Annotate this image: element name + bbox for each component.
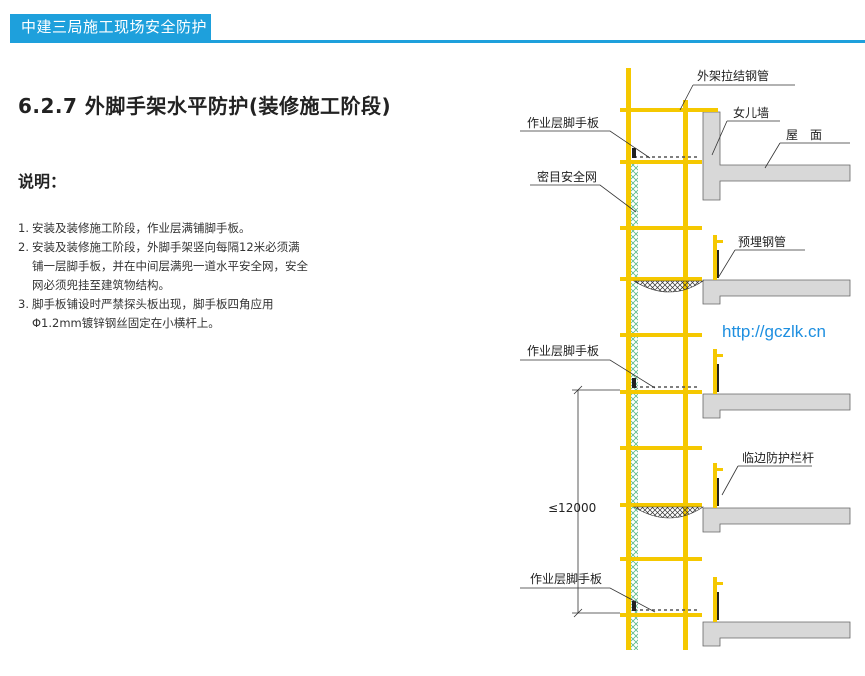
guardrail-post xyxy=(713,235,717,280)
ledger xyxy=(620,160,702,164)
horizontal-safety-net xyxy=(632,506,704,519)
guardrail-rail xyxy=(717,592,719,620)
ledger xyxy=(620,503,702,507)
label-embedded-pipe: 预埋钢管 xyxy=(738,234,786,249)
guardrail-rail xyxy=(717,364,719,392)
ledger xyxy=(620,613,702,617)
labels xyxy=(520,84,850,618)
floor-slab xyxy=(702,507,851,533)
tie-pipe xyxy=(620,108,718,112)
ledger xyxy=(620,390,702,394)
notes-heading: 说明： xyxy=(18,172,67,191)
ledger xyxy=(620,446,702,450)
outer-pole xyxy=(626,68,631,650)
notes-list: 1.安装及装修施工阶段，作业层满铺脚手板。 2.安装及装修施工阶段，外脚手架竖向… xyxy=(18,219,308,333)
ledger xyxy=(620,333,702,337)
label-guardrail: 临边防护栏杆 xyxy=(742,450,814,465)
label-parapet: 女儿墙 xyxy=(733,105,769,120)
parapet-roof-slab xyxy=(702,111,851,201)
note-number: 1. xyxy=(18,221,29,235)
dimension-label: ≤12000 xyxy=(548,501,596,515)
note-item: 1.安装及装修施工阶段，作业层满铺脚手板。 xyxy=(18,219,308,238)
note-text: 脚手板铺设时严禁探头板出现，脚手板四角应用Φ1.2mm镀锌钢丝固定在小横杆上。 xyxy=(32,297,274,330)
label-safety-net: 密目安全网 xyxy=(537,169,597,184)
note-number: 2. xyxy=(18,240,29,254)
label-roof: 屋 面 xyxy=(786,128,822,142)
header-banner: 中建三局施工现场安全防护标准化图册 xyxy=(10,14,211,63)
guardrail-rail xyxy=(717,478,719,506)
toe-board xyxy=(632,601,636,611)
note-item: 3.脚手板铺设时严禁探头板出现，脚手板四角应用Φ1.2mm镀锌钢丝固定在小横杆上… xyxy=(18,295,308,333)
toe-board xyxy=(632,378,636,388)
toe-board xyxy=(632,148,636,158)
floor-slab xyxy=(702,393,851,419)
note-number: 3. xyxy=(18,297,29,311)
label-tie-pipe: 外架拉结钢管 xyxy=(697,68,769,83)
guardrail-bar xyxy=(713,240,723,243)
horizontal-safety-net xyxy=(632,280,704,293)
inner-pole xyxy=(683,100,688,650)
note-text: 安装及装修施工阶段，作业层满铺脚手板。 xyxy=(32,221,251,235)
note-item: 2.安装及装修施工阶段，外脚手架竖向每隔12米必须满铺一层脚手板，并在中间层满兜… xyxy=(18,238,308,295)
floor-slab xyxy=(702,279,851,305)
safety-net xyxy=(631,160,638,650)
scaffold xyxy=(620,68,723,650)
header-divider xyxy=(10,40,865,43)
guardrail-bar xyxy=(713,468,723,471)
guardrail-bar xyxy=(713,354,723,357)
ledger xyxy=(620,226,702,230)
ledger xyxy=(620,277,702,281)
label-work-board: 作业层脚手板 xyxy=(527,115,599,130)
guardrail-post xyxy=(713,577,717,622)
watermark-url: http://gczlk.cn xyxy=(722,322,826,341)
label-work-board: 作业层脚手板 xyxy=(527,343,599,358)
note-text: 安装及装修施工阶段，外脚手架竖向每隔12米必须满铺一层脚手板，并在中间层满兜一道… xyxy=(32,240,308,292)
guardrail-rail xyxy=(717,250,719,278)
ledger xyxy=(620,557,702,561)
floor-slab xyxy=(702,621,851,647)
guardrail-post xyxy=(713,463,717,508)
section-title: 6.2.7 外脚手架水平防护(装修施工阶段) xyxy=(18,94,392,118)
guardrail-bar xyxy=(713,582,723,585)
label-work-board: 作业层脚手板 xyxy=(530,571,602,586)
guardrail-post xyxy=(713,349,717,394)
building-structure xyxy=(702,111,851,647)
